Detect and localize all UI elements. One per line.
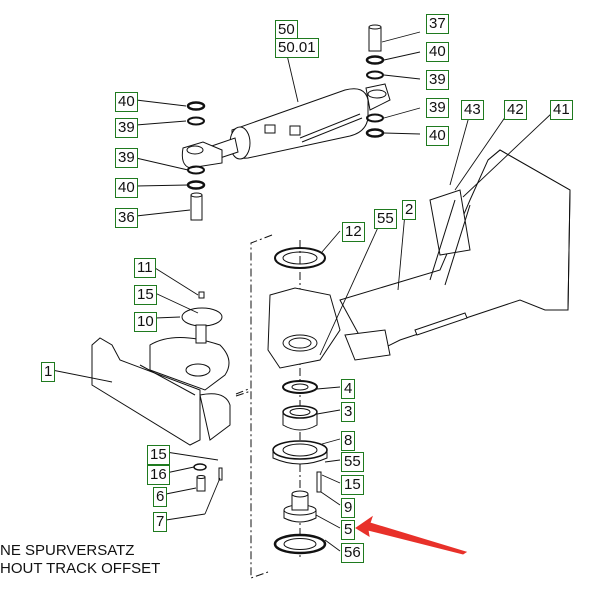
callout-9[interactable]: 9 [341, 498, 356, 518]
callout-7[interactable]: 7 [153, 512, 168, 532]
assembly-axis-frame-lower [235, 390, 269, 579]
callout-40[interactable]: 40 [426, 126, 449, 146]
bolt-9 [316, 471, 322, 493]
main-frame [267, 149, 571, 369]
washer-39-mid [366, 113, 384, 123]
washer-40-top [365, 55, 385, 65]
pin-37 [368, 24, 382, 52]
bearing-3 [282, 405, 318, 431]
bolt-7 [218, 467, 223, 481]
washer-39-top [366, 70, 384, 80]
callout-5-highlighted[interactable]: 5 [341, 520, 356, 540]
bracket-1 [91, 337, 231, 446]
washer-39-left [187, 116, 205, 126]
bolt-6 [196, 475, 206, 492]
bushing-5 [283, 490, 317, 523]
callout-15[interactable]: 15 [134, 285, 157, 305]
callout-1[interactable]: 1 [41, 362, 56, 382]
callout-56[interactable]: 56 [341, 543, 364, 563]
callout-36[interactable]: 36 [115, 208, 138, 228]
leader-lines [51, 31, 553, 552]
callout-42[interactable]: 42 [504, 100, 527, 120]
callout-16[interactable]: 16 [147, 465, 170, 485]
washer-16 [193, 463, 207, 471]
callout-15[interactable]: 15 [147, 445, 170, 465]
callout-3[interactable]: 3 [341, 402, 356, 422]
assembly-axis-frame [235, 234, 273, 395]
callout-2[interactable]: 2 [402, 200, 417, 220]
caption-line-1: NE SPURVERSATZ [0, 542, 135, 559]
caption-line-2: HOUT TRACK OFFSET [0, 560, 161, 577]
callout-12[interactable]: 12 [342, 222, 365, 242]
callout-40[interactable]: 40 [115, 178, 138, 198]
callout-50-01[interactable]: 50.01 [275, 38, 319, 58]
callout-40[interactable]: 40 [115, 92, 138, 112]
callout-41[interactable]: 41 [550, 100, 573, 120]
callout-6[interactable]: 6 [153, 487, 168, 507]
hydraulic-cylinder [181, 83, 391, 169]
washer-40-left [186, 101, 206, 111]
callout-39[interactable]: 39 [426, 98, 449, 118]
callout-8[interactable]: 8 [341, 431, 356, 451]
callout-39[interactable]: 39 [426, 70, 449, 90]
plate-10 [181, 291, 223, 344]
callout-55[interactable]: 55 [341, 452, 364, 472]
callout-43[interactable]: 43 [461, 100, 484, 120]
bearing-4 [282, 380, 318, 394]
seal-12 [274, 247, 326, 269]
highlight-arrow [355, 515, 468, 555]
callout-39[interactable]: 39 [115, 118, 138, 138]
flange-8 [272, 440, 328, 465]
washer-40-mid [365, 128, 385, 138]
callout-39[interactable]: 39 [115, 148, 138, 168]
callout-4[interactable]: 4 [341, 379, 356, 399]
callout-11[interactable]: 11 [134, 258, 156, 278]
pin-36 [190, 192, 203, 221]
washer-40-left-low [186, 180, 206, 190]
callout-40[interactable]: 40 [426, 42, 449, 62]
seal-56 [273, 533, 327, 555]
callout-50[interactable]: 50 [275, 20, 298, 40]
callout-10[interactable]: 10 [134, 312, 157, 332]
callout-55[interactable]: 55 [374, 209, 397, 229]
callout-37[interactable]: 37 [426, 14, 449, 34]
callout-15[interactable]: 15 [341, 475, 364, 495]
